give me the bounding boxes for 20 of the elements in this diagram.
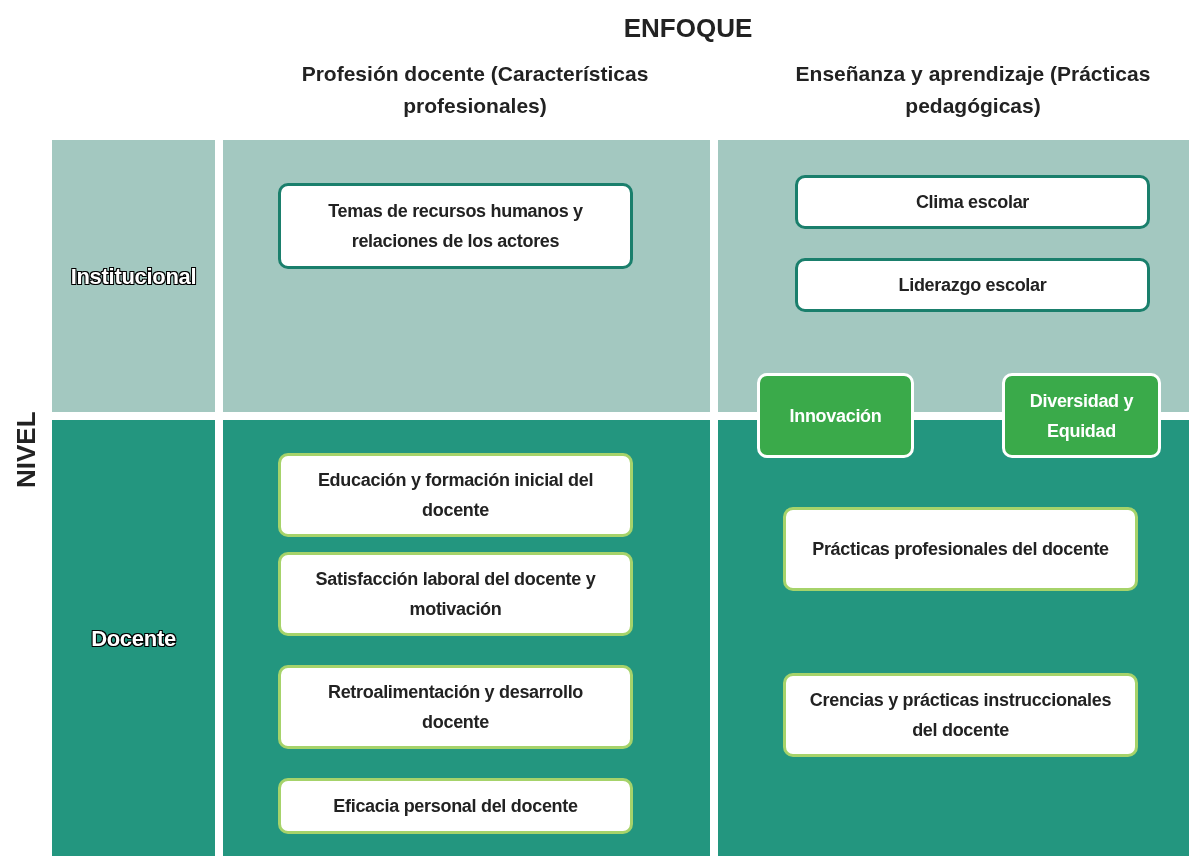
topic-box: Eficacia personal del docente — [278, 778, 633, 834]
row-header: Institucional — [52, 140, 215, 412]
theme-tag: Innovación — [757, 373, 914, 458]
row-group-title: NIVEL — [10, 411, 42, 488]
column-group-title: ENFOQUE — [622, 12, 754, 44]
grid-cell — [223, 420, 710, 856]
grid-cell — [223, 140, 710, 412]
theme-tag: Diversidad y Equidad — [1002, 373, 1161, 458]
topic-box: Clima escolar — [795, 175, 1150, 229]
topic-box: Temas de recursos humanos y relaciones de los actores — [278, 183, 633, 269]
column-heading: Profesión docente (Características profesionales) — [300, 61, 650, 119]
topic-box: Satisfacción laboral del docente y motivación — [278, 552, 633, 636]
topic-box: Educación y formación inicial del docente — [278, 453, 633, 537]
grid-cell — [718, 420, 1189, 856]
topic-box: Liderazgo escolar — [795, 258, 1150, 312]
topic-box: Prácticas profesionales del docente — [783, 507, 1138, 591]
column-heading: Enseñanza y aprendizaje (Prácticas pedagógicas) — [794, 61, 1152, 119]
row-header: Docente — [52, 420, 215, 856]
topic-box: Crencias y prácticas instruccionales del docente — [783, 673, 1138, 757]
topic-box: Retroalimentación y desarrollo docente — [278, 665, 633, 749]
